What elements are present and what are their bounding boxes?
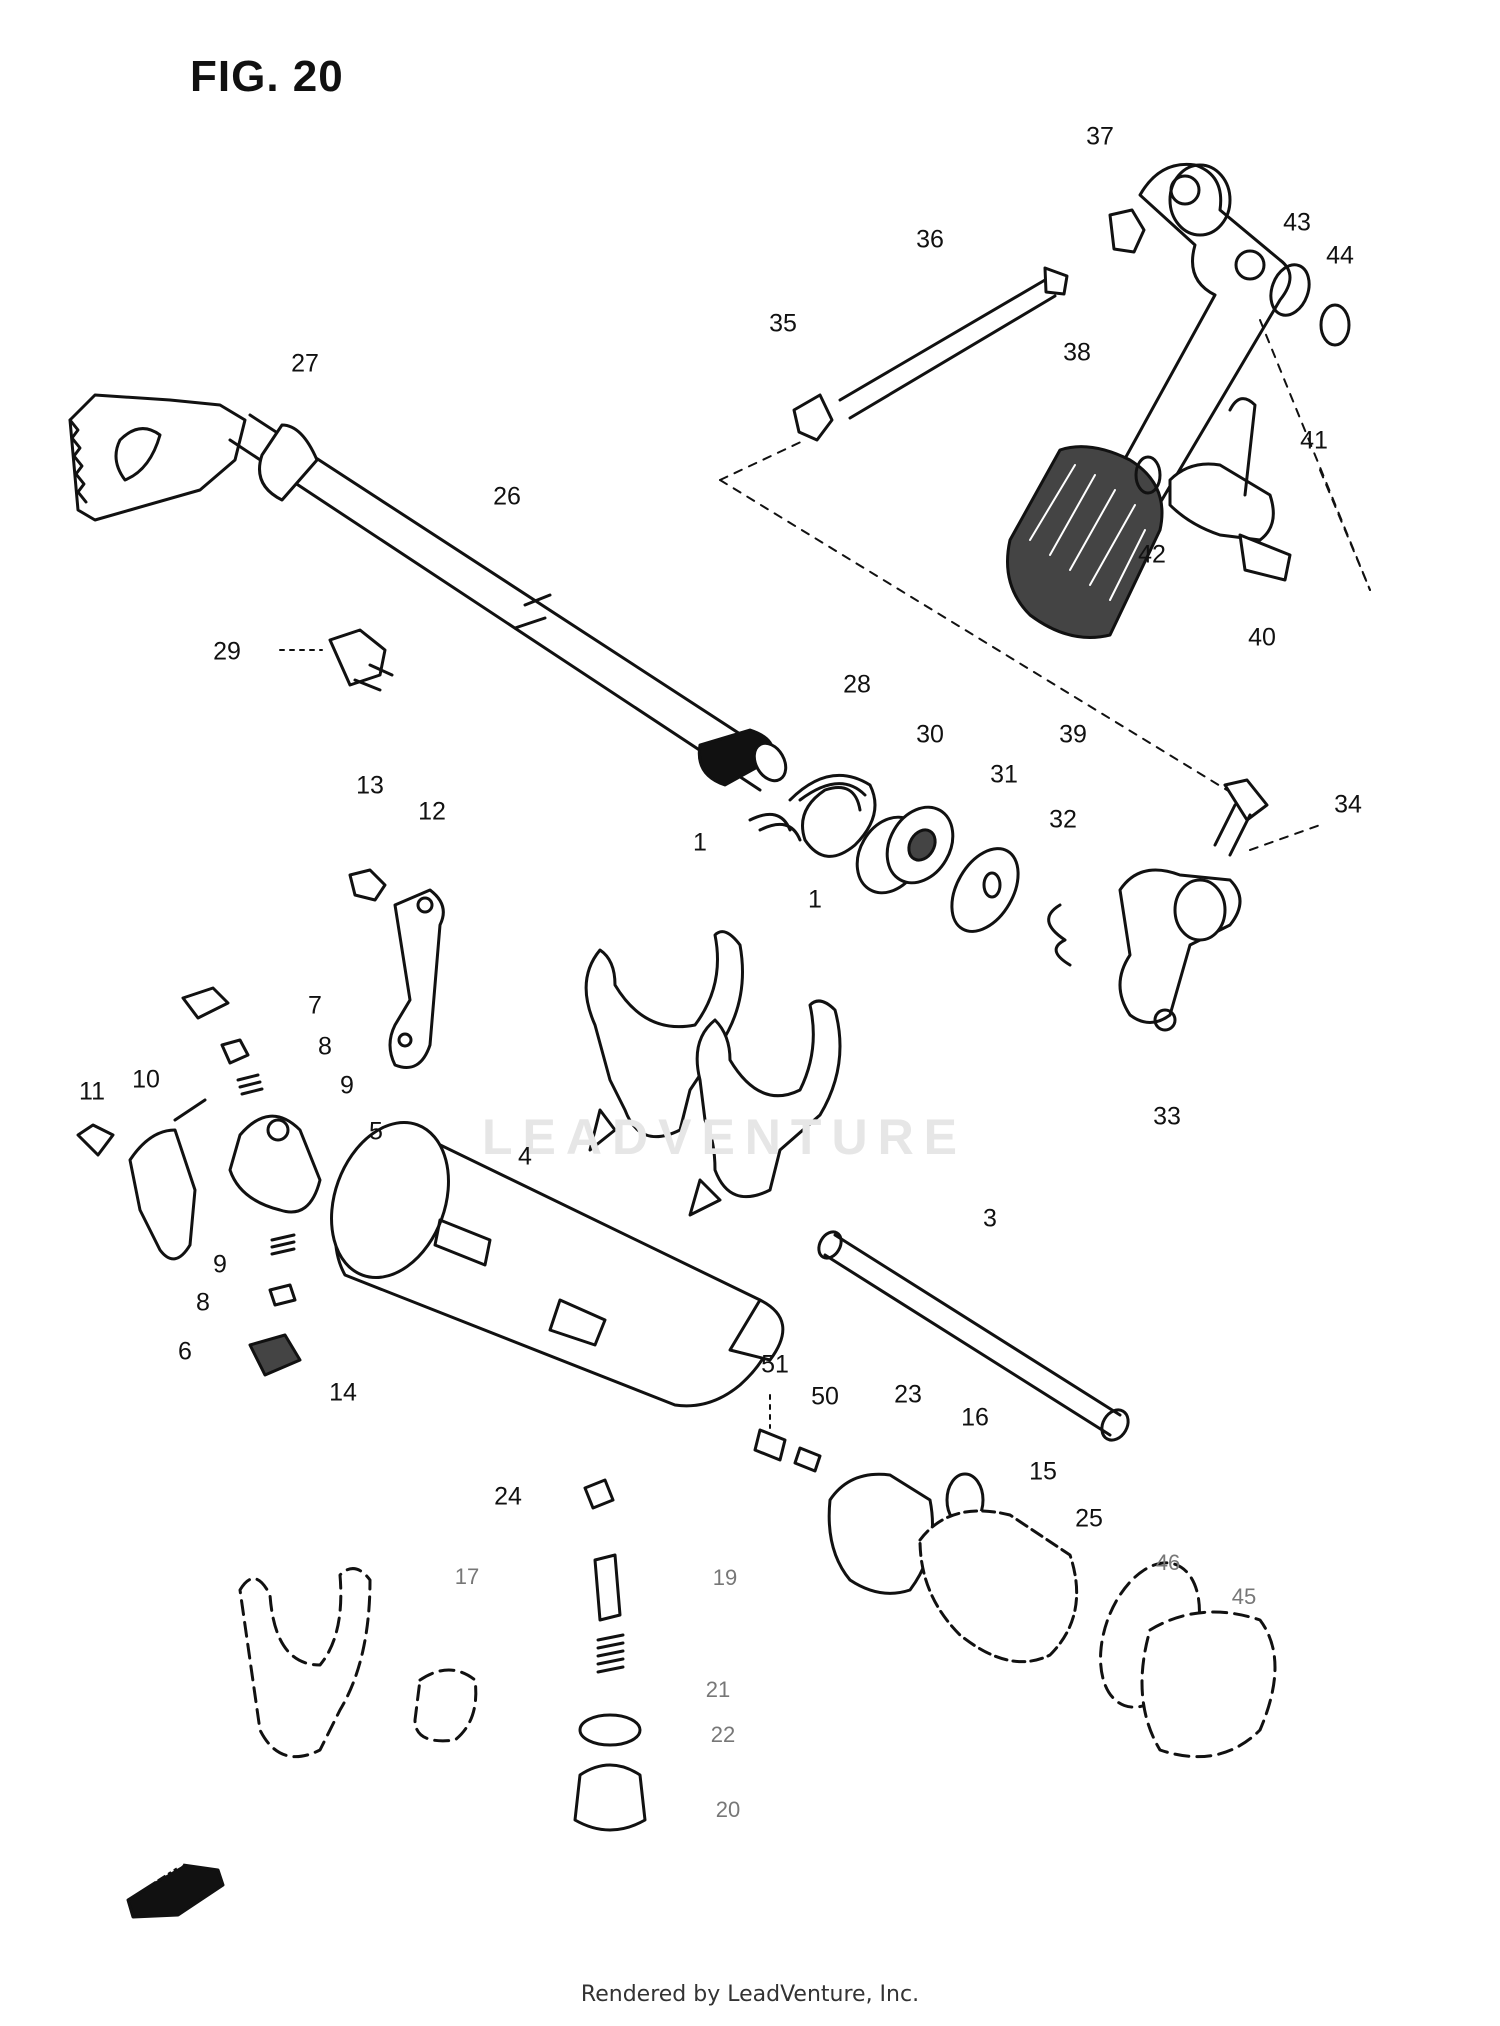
callout-51: 51 (761, 1350, 789, 1379)
callout-10: 10 (132, 1065, 160, 1094)
callout-43: 43 (1283, 208, 1311, 237)
callout-36: 36 (916, 225, 944, 254)
cam-plate-5 (228, 1114, 322, 1214)
cover-25 (918, 1509, 1079, 1664)
pedal-rubber (1006, 445, 1164, 639)
callout-6: 6 (178, 1337, 192, 1366)
callout-23: 23 (894, 1380, 922, 1409)
callout-35: 35 (769, 309, 797, 338)
part-29-plug (279, 628, 394, 692)
callout-8-lower: 8 (196, 1288, 210, 1317)
callout-1-right: 1 (808, 885, 822, 914)
pin-8-upper (220, 1038, 250, 1065)
callout-3: 3 (983, 1204, 997, 1233)
spring-21 (596, 1633, 625, 1674)
cover-23 (827, 1472, 934, 1595)
callout-20: 20 (715, 1797, 741, 1822)
washer-31 (950, 847, 1020, 933)
callout-8-upper: 8 (318, 1032, 332, 1061)
forward-arrow (126, 1863, 225, 1919)
callout-33: 33 (1153, 1102, 1181, 1131)
callout-32: 32 (1049, 805, 1077, 834)
neutral-switch-parts (753, 1394, 822, 1473)
spring-9-upper (236, 1073, 264, 1096)
callout-45: 45 (1231, 1584, 1257, 1609)
plug-20 (573, 1763, 647, 1832)
washer-22 (578, 1713, 642, 1747)
footer-credit: Rendered by LeadVenture, Inc. (580, 1982, 920, 2007)
callout-17: 17 (454, 1564, 480, 1589)
watermark-text: LEADVENTURE (482, 1109, 968, 1165)
callout-14: 14 (329, 1378, 357, 1407)
callout-5: 5 (369, 1117, 383, 1146)
callout-41: 41 (1300, 426, 1328, 455)
gearshift-cam-stopper-10 (128, 1098, 207, 1261)
callout-29: 29 (213, 637, 241, 666)
callout-30: 30 (916, 720, 944, 749)
washer-43 (1269, 263, 1351, 347)
pin-24 (583, 1478, 615, 1510)
callout-1-left: 1 (693, 828, 707, 857)
callout-37: 37 (1086, 122, 1114, 151)
fork-shaft-3 (817, 1230, 1130, 1442)
callout-50: 50 (811, 1382, 839, 1411)
callout-39: 39 (1059, 720, 1087, 749)
callout-16: 16 (961, 1403, 989, 1432)
callout-19: 19 (712, 1565, 738, 1590)
bolt-11 (76, 1123, 115, 1157)
tie-rod-assembly (792, 208, 1146, 442)
callout-9-lower: 9 (213, 1250, 227, 1279)
callout-26: 26 (493, 482, 521, 511)
gearshift-shaft (68, 393, 788, 792)
shift-fork-1a (584, 930, 744, 1152)
shift-drum (330, 1121, 785, 1408)
callout-15: 15 (1029, 1457, 1057, 1486)
callout-12: 12 (418, 797, 446, 826)
bushing-30 (855, 805, 955, 895)
stopper-6 (248, 1333, 302, 1377)
callout-38: 38 (1063, 338, 1091, 367)
callout-42: 42 (1138, 540, 1166, 569)
stopper-plate (348, 868, 445, 1069)
pin-7 (181, 986, 230, 1020)
callout-31: 31 (990, 760, 1018, 789)
return-spring (748, 773, 877, 858)
guide-lines (719, 319, 1371, 851)
callout-27: 27 (291, 349, 319, 378)
cap-45 (1140, 1610, 1277, 1759)
callout-9-upper: 9 (340, 1071, 354, 1100)
callout-25: 25 (1075, 1504, 1103, 1533)
callout-46: 46 (1155, 1550, 1181, 1575)
pivot-bolt (1134, 397, 1292, 582)
callout-34: 34 (1334, 790, 1362, 819)
pin-8-lower (268, 1283, 297, 1307)
callout-21: 21 (705, 1677, 731, 1702)
circlip-32 (1047, 903, 1072, 967)
spring-9-lower (270, 1233, 296, 1256)
callout-24: 24 (494, 1482, 522, 1511)
callout-4: 4 (518, 1142, 532, 1171)
callout-11: 11 (79, 1077, 105, 1106)
bolt-34 (1213, 778, 1269, 857)
callout-28: 28 (843, 670, 871, 699)
lower-fork-17 (238, 1567, 478, 1759)
callout-44: 44 (1326, 241, 1354, 270)
callout-40: 40 (1248, 623, 1276, 652)
callout-13: 13 (356, 771, 384, 800)
callout-7: 7 (308, 991, 322, 1020)
figure-title: FIG. 20 (190, 52, 344, 101)
shift-arm-33 (1118, 868, 1242, 1032)
callout-22: 22 (710, 1722, 736, 1747)
shift-fork-1b (688, 999, 842, 1217)
bolt-19 (593, 1553, 622, 1622)
